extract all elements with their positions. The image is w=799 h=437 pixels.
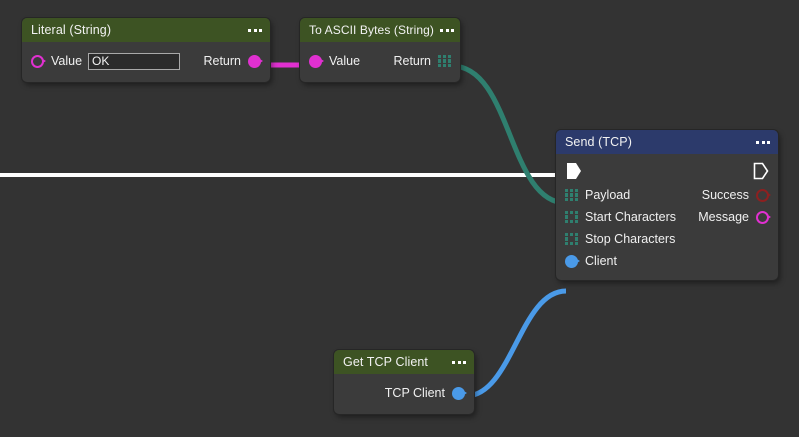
node-header-literal-string[interactable]: Literal (String) [22, 18, 270, 42]
node-body: TCP Client [334, 374, 474, 414]
output-label-return: Return [393, 54, 431, 68]
node-body: Value Return [300, 42, 460, 82]
port-row-start-characters-message: Start Characters Message [556, 206, 778, 228]
node-header-send-tcp[interactable]: Send (TCP) [556, 130, 778, 154]
node-title: Get TCP Client [343, 355, 428, 369]
input-label-client: Client [585, 254, 617, 268]
node-title: Literal (String) [31, 23, 112, 37]
port-row-stop-characters: Stop Characters [556, 228, 778, 250]
ellipsis-icon[interactable] [440, 28, 455, 32]
exec-output-port[interactable] [752, 161, 769, 181]
input-port-value[interactable] [31, 54, 44, 68]
output-label-return: Return [203, 54, 241, 68]
node-title: Send (TCP) [565, 135, 632, 149]
node-get-tcp-client[interactable]: Get TCP Client TCP Client [334, 350, 474, 414]
exec-input-port[interactable] [565, 161, 582, 181]
ellipsis-icon[interactable] [756, 140, 770, 144]
port-row-value-return: Value Return [300, 48, 460, 74]
value-input-field[interactable] [88, 52, 181, 70]
input-port-start-characters[interactable] [565, 210, 578, 224]
node-send-tcp[interactable]: Send (TCP) Payl [556, 130, 778, 280]
exec-row [556, 158, 778, 184]
output-port-success[interactable] [756, 188, 769, 202]
input-label-start-characters: Start Characters [585, 210, 677, 224]
node-header-get-tcp-client[interactable]: Get TCP Client [334, 350, 474, 374]
ellipsis-icon[interactable] [452, 360, 466, 364]
node-to-ascii-bytes-string[interactable]: To ASCII Bytes (String) Value Return [300, 18, 460, 82]
input-port-client[interactable] [565, 254, 578, 268]
node-body: Payload Success Start Characters Message [556, 154, 778, 280]
input-label-value: Value [329, 54, 361, 68]
output-port-message[interactable] [756, 210, 769, 224]
input-port-payload[interactable] [565, 188, 578, 202]
node-literal-string[interactable]: Literal (String) Value Return [22, 18, 270, 82]
port-row-value: Value Return [22, 48, 270, 74]
node-header-to-ascii-bytes[interactable]: To ASCII Bytes (String) [300, 18, 460, 42]
port-row-client: Client [556, 250, 778, 272]
input-port-stop-characters[interactable] [565, 232, 578, 246]
wire-ascii-return-to-payload [451, 63, 567, 206]
input-label-payload: Payload [585, 188, 631, 202]
output-port-return[interactable] [248, 54, 261, 68]
input-label-stop-characters: Stop Characters [585, 232, 676, 246]
input-port-value[interactable] [309, 54, 322, 68]
port-row-payload-success: Payload Success [556, 184, 778, 206]
input-label-value: Value [51, 54, 83, 68]
node-title: To ASCII Bytes (String) [309, 23, 435, 37]
output-port-tcp-client[interactable] [452, 386, 465, 400]
port-row-tcp-client: TCP Client [334, 380, 474, 406]
output-port-return[interactable] [438, 54, 451, 68]
wire-tcpclient-to-client [465, 288, 567, 399]
node-body: Value Return [22, 42, 270, 82]
output-label-message: Message [698, 210, 749, 224]
ellipsis-icon[interactable] [248, 28, 262, 32]
output-label-tcp-client: TCP Client [384, 386, 445, 400]
output-label-success: Success [701, 188, 749, 202]
